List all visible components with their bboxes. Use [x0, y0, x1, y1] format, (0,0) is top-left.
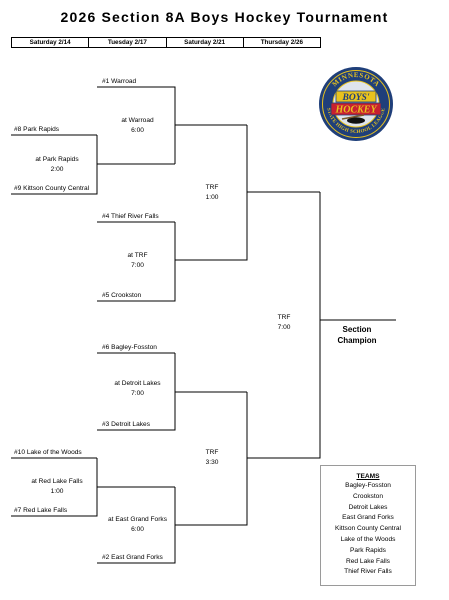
- game-qf4-time: 6:00: [131, 526, 144, 533]
- game-final-info: TRF 7:00: [248, 313, 320, 333]
- game-sf2-site: TRF: [205, 449, 219, 456]
- logo-text-hockey: HOCKEY: [334, 105, 377, 116]
- team-kittson-county-central: #9 Kittson County Central: [14, 185, 90, 192]
- game-sf1-site: TRF: [205, 184, 219, 191]
- champion-line-1: Section: [342, 325, 372, 334]
- teams-list-item: Crookston: [352, 492, 384, 500]
- game-qf1-time: 6:00: [131, 127, 144, 134]
- game-qf4-site: at East Grand Forks: [108, 516, 167, 523]
- teams-list-item: East Grand Forks: [342, 514, 394, 522]
- game-sf1-time: 1:00: [205, 194, 219, 201]
- team-thief-river-falls: #4 Thief River Falls: [102, 213, 159, 220]
- bracket-line-egf: [97, 487, 176, 564]
- team-detroit-lakes: #3 Detroit Lakes: [102, 421, 151, 428]
- team-bagley-fosston: #6 Bagley-Fosston: [102, 344, 157, 351]
- bracket-line-kittson: [11, 135, 98, 195]
- date-round-4: Thursday 2/26: [260, 39, 304, 46]
- champion-line-2: Champion: [337, 336, 377, 345]
- game-sf2-time: 3:30: [205, 459, 219, 466]
- bracket-line-qf2-winner: [175, 125, 248, 261]
- teams-list-item: Thief River Falls: [344, 568, 392, 576]
- game-final-time: 7:00: [277, 324, 291, 331]
- bracket-line-warroad: [97, 86, 176, 164]
- team-park-rapids: #8 Park Rapids: [14, 126, 60, 133]
- game-qf2-info: at TRF 7:00: [100, 251, 175, 271]
- team-warroad: #1 Warroad: [102, 78, 137, 85]
- page-title: 2026 Section 8A Boys Hockey Tournament: [60, 9, 389, 25]
- date-round-1: Saturday 2/14: [12, 38, 90, 47]
- game-sf2-info: TRF 3:30: [176, 448, 248, 468]
- teams-list-item: Kittson County Central: [335, 525, 401, 533]
- game-g1-time: 2:00: [50, 166, 64, 173]
- game-g1-site: at Park Rapids: [35, 156, 79, 163]
- date-round-2: Tuesday 2/17: [89, 38, 167, 47]
- game-qf2-site: at TRF: [127, 252, 148, 259]
- game-g2-info: at Red Lake Falls 1:00: [17, 477, 97, 497]
- game-qf3-site: at Detroit Lakes: [114, 380, 161, 387]
- game-qf3-time: 7:00: [131, 390, 144, 397]
- teams-list-item: Bagley-Fosston: [345, 482, 391, 489]
- teams-list-heading: TEAMS: [356, 473, 380, 480]
- bracket-line-sf2-winner: [247, 192, 321, 459]
- champion-label: Section Champion: [322, 324, 392, 346]
- team-east-grand-forks: #2 East Grand Forks: [102, 554, 163, 561]
- game-qf4-info: at East Grand Forks 6:00: [100, 515, 175, 535]
- bracket-line-crookston: [97, 222, 176, 302]
- team-red-lake-falls: #7 Red Lake Falls: [14, 507, 68, 514]
- game-g2-site: at Red Lake Falls: [31, 478, 83, 485]
- mshsl-boys-hockey-logo: MINNESOTA STATE HIGH SCHOOL LEAGUE BOYS'…: [319, 67, 393, 141]
- teams-list-item: Lake of the Woods: [340, 535, 396, 543]
- teams-list-item: Detroit Lakes: [348, 503, 388, 511]
- teams-list-item: Red Lake Falls: [346, 557, 390, 565]
- game-qf2-time: 7:00: [131, 262, 144, 269]
- game-g2-time: 1:00: [50, 488, 64, 495]
- game-sf1-info: TRF 1:00: [176, 183, 248, 203]
- game-qf3-info: at Detroit Lakes 7:00: [100, 379, 175, 399]
- logo-text-boys: BOYS': [342, 93, 370, 103]
- game-g1-info: at Park Rapids 2:00: [17, 155, 97, 175]
- bracket-line-red-lake-falls: [11, 458, 98, 517]
- game-final-site: TRF: [277, 314, 291, 321]
- bracket-line-qf4-winner: [175, 392, 248, 526]
- game-qf1-site: at Warroad: [121, 117, 154, 124]
- teams-list-box: TEAMS Bagley-Fosston Crookston Detroit L…: [320, 465, 416, 586]
- date-header-row: Saturday 2/14 Tuesday 2/17 Saturday 2/21…: [11, 37, 321, 48]
- team-lake-of-the-woods: #10 Lake of the Woods: [14, 449, 82, 456]
- game-qf1-info: at Warroad 6:00: [100, 116, 175, 136]
- bracket-line-detroit-lakes: [97, 353, 176, 431]
- teams-list-item: Park Rapids: [350, 546, 386, 554]
- date-round-3: Saturday 2/21: [167, 38, 244, 47]
- team-crookston: #5 Crookston: [102, 292, 142, 299]
